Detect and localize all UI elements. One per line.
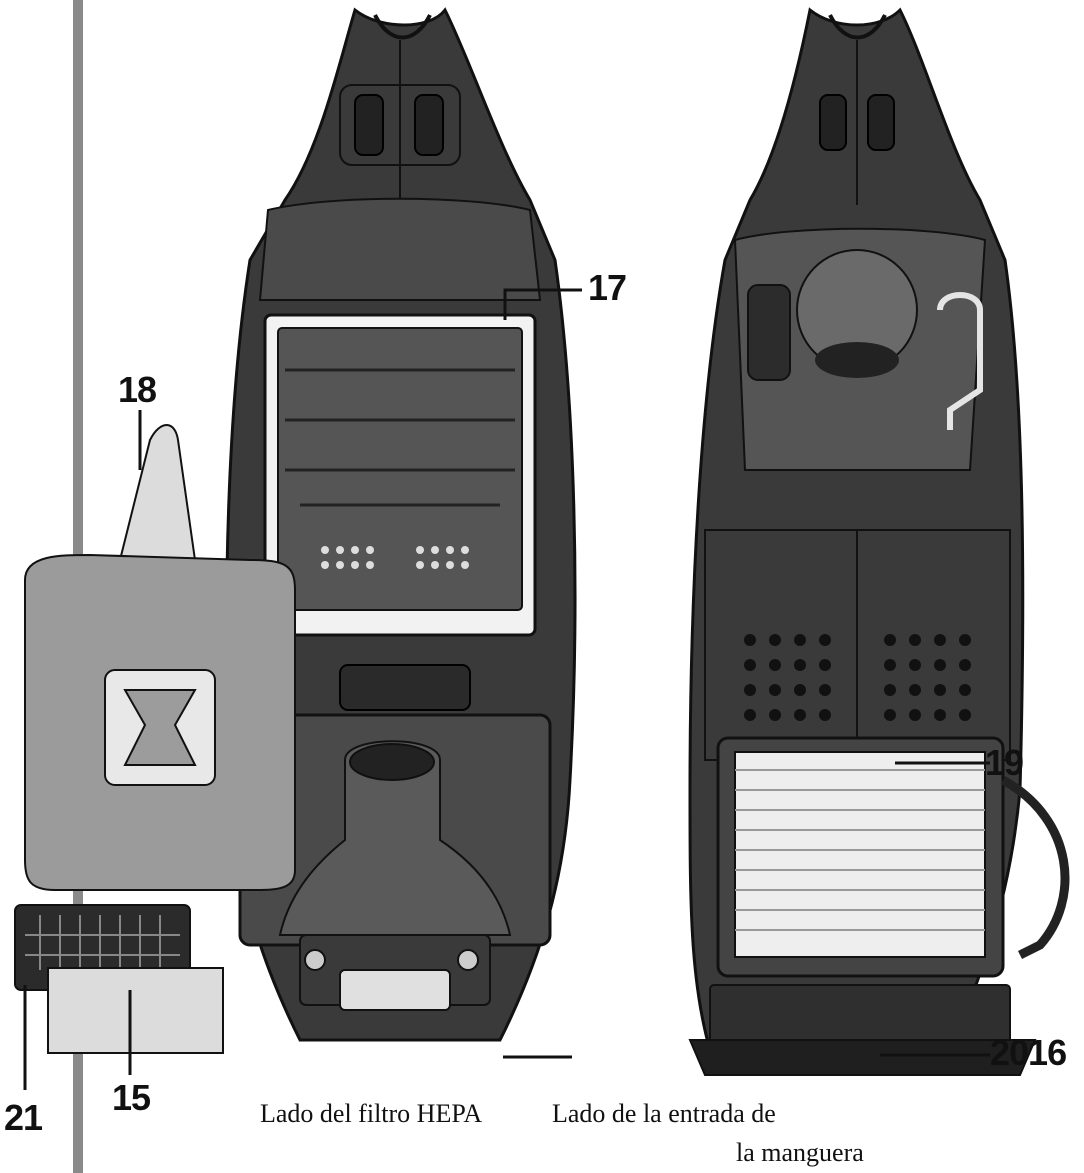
vent-holes [744, 634, 971, 721]
hepa-pleats [735, 769, 985, 931]
top-latch-left-r [819, 94, 847, 151]
hepa-filter-media [734, 751, 986, 958]
caption-hose-side-line2: la manguera [736, 1138, 864, 1167]
hose-cord [1000, 776, 1070, 960]
callout-21: 21 [4, 1097, 43, 1138]
screw-left [304, 949, 326, 971]
vacuum-hepa-side [225, 7, 577, 1059]
caption-hose-side-line1: Lado de la entrada de [552, 1099, 776, 1128]
screw-right [457, 949, 479, 971]
callout-19: 19 [985, 742, 1024, 783]
top-latch-left [354, 94, 384, 156]
top-latch-right [414, 94, 444, 156]
bottom-base [688, 1039, 1037, 1076]
bag-opening [123, 689, 197, 766]
side-pocket [747, 284, 791, 381]
callout-20-16: 2016 [990, 1032, 1067, 1073]
release-clip [339, 969, 451, 1011]
leader-lines [23, 288, 990, 1090]
callout-18: 18 [118, 369, 157, 410]
upper-shelf [258, 197, 542, 301]
hose-inlet [278, 740, 512, 936]
callout-20: 20 [990, 1032, 1029, 1073]
callout-16: 16 [1028, 1032, 1067, 1073]
foam-filter-15 [47, 967, 224, 1054]
pre-filter-parts [14, 904, 224, 1054]
top-latch-right-r [867, 94, 895, 151]
callout-17: 17 [588, 267, 627, 308]
latch-plate [339, 84, 461, 166]
vacuum-hose-side [688, 7, 1070, 1076]
side-hook [937, 292, 983, 430]
callout-15: 15 [112, 1077, 151, 1118]
cavity-hole [815, 342, 899, 378]
grille-holes [321, 546, 469, 569]
bag-assembly [24, 424, 296, 891]
caption-hepa-side: Lado del filtro HEPA [260, 1099, 483, 1128]
grille-mesh [25, 915, 180, 970]
handle-notch-right [828, 14, 887, 40]
bag-collar-18 [118, 424, 197, 561]
compartment-ribs [285, 368, 515, 507]
handle-notch [373, 14, 432, 40]
inlet-opening [349, 743, 435, 781]
middle-latch [339, 664, 471, 711]
